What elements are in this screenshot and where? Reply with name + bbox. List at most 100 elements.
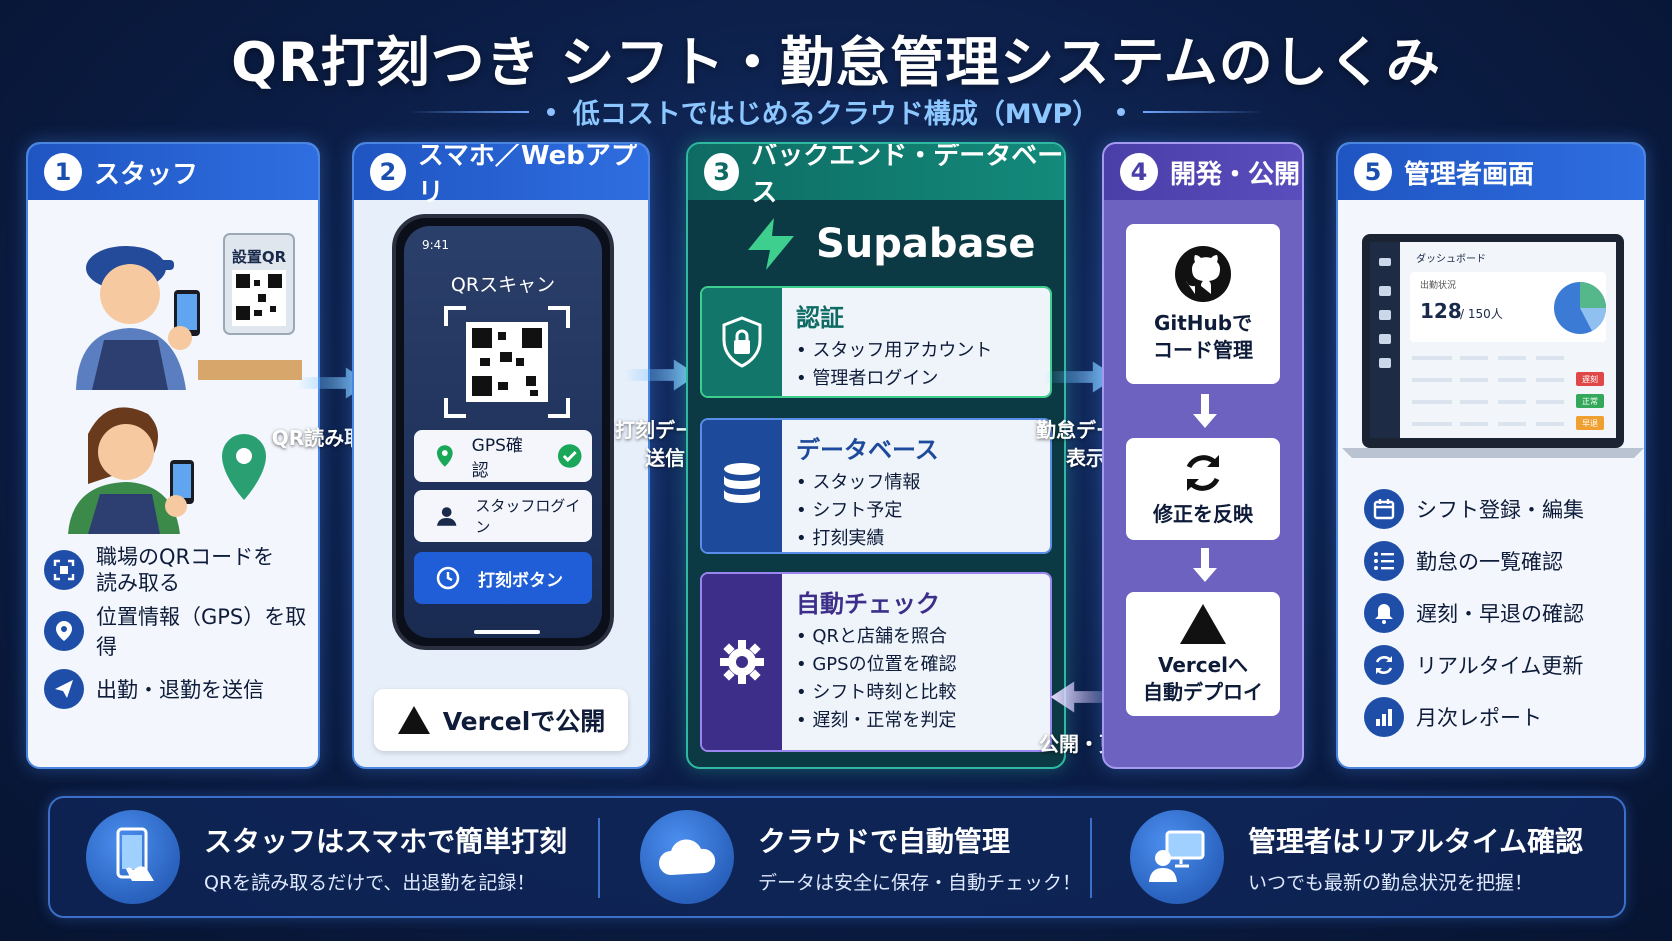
summary-cloud-title: クラウドで自動管理 [758,824,1011,858]
card-database-title: データベース [796,436,939,464]
badge-early: 早退 [1582,419,1598,428]
dashboard-count: 128 [1420,299,1462,323]
feature-text: 月次レポート [1416,706,1542,730]
feature-attendance-list: 勤怠の一覧確認 [1364,536,1644,586]
summary-admin-title: 管理者はリアルタイム確認 [1248,824,1584,858]
feature-gps: 位置情報（GPS）を取得 [44,604,314,659]
database-icon [724,463,760,503]
summary-bar: スタッフはスマホで簡単打刻 QRを読み取るだけで、出退勤を記録！ クラウドで自動… [48,796,1626,918]
feature-text: 職場のQRコードを 読み取る [96,545,275,595]
card-auth-item: 管理者ログイン [796,365,1036,393]
step-number: 2 [370,153,406,191]
location-pin-icon [44,611,84,651]
summary-staff-sub: QRを読み取るだけで、出退勤を記録！ [204,871,536,894]
card-github-line2: コード管理 [1153,338,1253,362]
column-staff-title: スタッフ [94,159,199,190]
supabase-logo-icon [748,218,794,270]
card-github: GitHubで コード管理 [1126,224,1280,384]
refresh-icon [1186,454,1220,491]
column-dev-title: 開発・公開 [1170,159,1301,190]
card-auth-item: スタッフ用アカウント [796,337,1036,365]
subtitle-dot-right [1117,107,1126,116]
staff-login-button[interactable]: スタッフログイン [414,490,592,542]
feature-realtime: リアルタイム更新 [1364,640,1644,690]
summary-cloud-sub: データは安全に保存・自動チェック！ [758,871,1082,894]
admin-feature-list: シフト登録・編集 勤怠の一覧確認 遅刻・早退の確認 リアルタイム更新 月次レポー… [1364,484,1644,742]
monitor-user-icon [1130,810,1224,904]
check-circle-icon [557,444,582,468]
arrow-attendance-display [1044,361,1117,393]
clock-icon [436,566,460,590]
card-vercel-line1: Vercelへ [1157,653,1249,677]
clock-in-button[interactable]: 打刻ボタン [414,552,592,604]
feature-text: 勤怠の一覧確認 [1416,550,1563,574]
location-pin-icon [222,434,266,500]
gps-check-label: GPS確認 [471,436,523,481]
card-database-item: スタッフ情報 [796,469,1036,497]
feature-text: 遅刻・早退の確認 [1416,602,1584,626]
github-icon [1175,246,1231,302]
staff-gps-illustration [68,407,266,534]
feature-send: 出勤・退勤を送信 [44,662,314,716]
column-staff-header: 1 スタッフ [28,144,318,200]
page-title: QR打刻つき シフト・勤怠管理システムのしくみ [231,31,1441,94]
column-staff: 1 スタッフ 設置QR [26,142,320,769]
admin-laptop: ダッシュボード 出勤状況 128 / 150人 遅刻 正常 早退 [1342,234,1644,458]
card-auto-check-title: 自動チェック [796,590,940,618]
qr-sign-label: 設置QR [232,248,287,266]
list-icon [1364,541,1404,581]
calendar-icon [1364,489,1404,529]
dashboard-total: / 150人 [1460,307,1503,321]
card-vercel-line2: 自動デプロイ [1143,680,1263,704]
qr-code-icon [444,306,570,418]
card-auto-check-item: 遅刻・正常を判定 [796,707,1036,735]
scan-title: QRスキャン [450,274,556,296]
send-icon [44,669,84,709]
step-number: 1 [44,153,82,191]
subtitle-line-left [408,110,529,113]
column-app-header: 2 スマホ／Webアプリ [354,144,648,208]
column-dev: 4 開発・公開 GitHubで コード管理 修正を反映 Vercelへ 自動デプ… [1102,142,1304,769]
feature-monthly-report: 月次レポート [1364,692,1644,742]
bell-icon [1364,593,1404,633]
badge-late: 遅刻 [1582,374,1598,384]
arrow-send-data-label-line2: 送信 [645,446,685,470]
card-database: データベース スタッフ情報 シフト予定 打刻実績 [700,418,1052,554]
card-auto-check-item: シフト時刻と比較 [796,679,1036,707]
qr-scan-icon [44,550,84,590]
feature-text: シフト登録・編集 [1416,498,1584,522]
staff-feature-list: 職場のQRコードを 読み取る 位置情報（GPS）を取得 出勤・退勤を送信 [44,540,314,716]
card-vercel-deploy: Vercelへ 自動デプロイ [1126,592,1280,716]
cloud-icon [640,810,734,904]
summary-staff-title: スタッフはスマホで簡単打刻 [204,824,568,858]
gps-check-button[interactable]: GPS確認 [414,430,592,482]
feature-late-check: 遅刻・早退の確認 [1364,588,1644,638]
summary-divider [598,818,600,898]
feature-qr-read: 職場のQRコードを 読み取る [44,540,314,600]
arrow-attendance-display-label-line2: 表示 [1066,446,1106,470]
shield-lock-icon [722,316,762,368]
column-admin-header: 5 管理者画面 [1338,144,1644,200]
arrow-send-data [625,359,698,391]
summary-item-staff: スタッフはスマホで簡単打刻 QRを読み取るだけで、出退勤を記録！ [86,810,567,904]
arrow-qr-read [297,367,370,399]
refresh-icon [1364,645,1404,685]
card-auto-check: 自動チェック QRと店舗を照合 GPSの位置を確認 シフト時刻と比較 遅刻・正常… [700,572,1052,752]
phone-time: 9:41 [422,238,449,252]
user-icon [436,507,457,526]
column-admin: 5 管理者画面 ダッシュボード 出勤状況 128 / 150人 遅刻 正常 早退 [1336,142,1646,769]
pie-chart-icon [1554,282,1606,334]
step-number: 5 [1354,153,1392,191]
column-backend-header: 3 バックエンド・データベース [688,144,1064,208]
smartphone: 9:41 QRスキャン GPS確認 スタッフログイン [392,214,614,650]
supabase-brand: Supabase [744,216,1035,272]
subtitle: 低コストではじめるクラウド構成（MVP） [572,99,1100,130]
staff-scanning-illustration: 設置QR [76,233,302,390]
feature-shift-edit: シフト登録・編集 [1364,484,1644,534]
down-arrow-icon [1193,548,1217,582]
feature-text: リアルタイム更新 [1416,654,1584,678]
column-admin-title: 管理者画面 [1404,159,1535,190]
gear-icon [720,640,764,684]
card-database-item: 打刻実績 [796,525,1036,552]
feature-text: 位置情報（GPS）を取得 [96,605,307,659]
